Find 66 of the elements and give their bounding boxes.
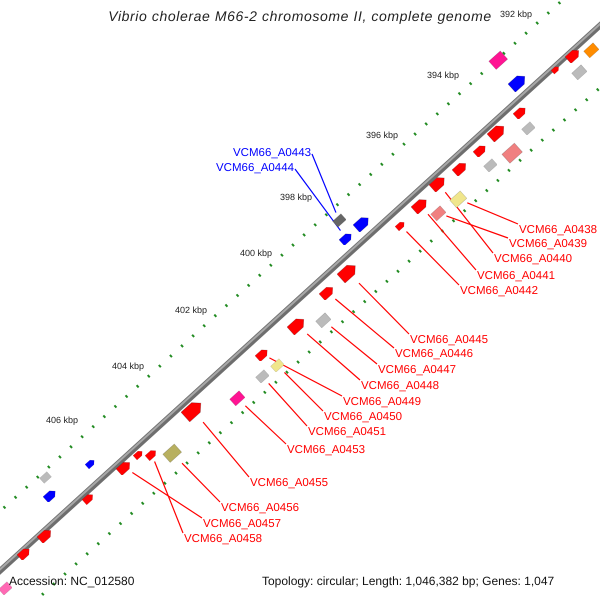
gene-block bbox=[430, 204, 446, 222]
gene-label: VCM66_A0451 bbox=[308, 425, 386, 439]
gene-block bbox=[395, 220, 407, 232]
gene-label: VCM66_A0447 bbox=[378, 363, 456, 377]
leader-line bbox=[358, 282, 410, 334]
gene-label: VCM66_A0444 bbox=[216, 161, 294, 175]
leader-line bbox=[444, 192, 494, 254]
leader-line bbox=[202, 422, 250, 478]
gene-label: VCM66_A0449 bbox=[343, 395, 421, 409]
gene-label: VCM66_A0443 bbox=[233, 146, 311, 160]
gene-label: VCM66_A0458 bbox=[184, 532, 262, 546]
gene-block bbox=[82, 492, 96, 506]
tick-label: 402 kbp bbox=[175, 305, 208, 316]
gene-label: VCM66_A0453 bbox=[287, 443, 365, 457]
leader-line bbox=[284, 372, 324, 412]
tick-label: 406 kbp bbox=[46, 415, 78, 426]
gene-block bbox=[582, 42, 600, 58]
tick-label: 394 kbp bbox=[427, 70, 460, 81]
gene-block bbox=[270, 358, 284, 372]
accession-text: Accession: NC_012580 bbox=[9, 574, 134, 588]
tick-label: 404 kbp bbox=[112, 361, 144, 372]
tick-label: 392 kbp bbox=[500, 9, 532, 20]
leader-line bbox=[269, 357, 342, 397]
gene-block bbox=[133, 449, 145, 461]
leader-line bbox=[467, 202, 518, 225]
gene-block bbox=[551, 65, 561, 75]
tick-label: 398 kbp bbox=[280, 192, 312, 203]
gene-label: VCM66_A0440 bbox=[494, 252, 572, 266]
gene-label: VCM66_A0448 bbox=[361, 379, 439, 393]
leader-line bbox=[268, 383, 308, 426]
gene-block bbox=[42, 488, 58, 502]
tick-label: 400 kbp bbox=[240, 248, 272, 259]
leader-line bbox=[244, 405, 286, 444]
gene-label: VCM66_A0442 bbox=[460, 284, 538, 298]
leader-line bbox=[294, 168, 341, 231]
gene-block bbox=[472, 142, 488, 158]
gene-block bbox=[145, 448, 158, 462]
gene-label: VCM66_A0441 bbox=[477, 269, 555, 283]
leader-line bbox=[406, 231, 460, 286]
gene-block bbox=[16, 546, 32, 560]
gene-block bbox=[332, 212, 346, 228]
tick-label: 396 kbp bbox=[366, 130, 398, 141]
gene-label: VCM66_A0456 bbox=[221, 501, 299, 515]
gene-label: VCM66_A0446 bbox=[395, 347, 473, 361]
leader-line bbox=[154, 461, 184, 534]
leader-line bbox=[306, 333, 360, 380]
leader-line bbox=[428, 214, 476, 270]
gene-block bbox=[448, 190, 468, 208]
gene-label: VCM66_A0439 bbox=[509, 237, 587, 251]
gene-label: VCM66_A0438 bbox=[519, 223, 597, 237]
gene-label: VCM66_A0450 bbox=[324, 410, 402, 424]
genome-info-text: Topology: circular; Length: 1,046,382 bp; Genes: 1,047 bbox=[262, 574, 554, 588]
leader-line bbox=[334, 298, 394, 348]
gene-block bbox=[254, 346, 270, 362]
gene-block bbox=[85, 458, 97, 470]
leader-line bbox=[132, 472, 202, 518]
leader-line bbox=[311, 154, 336, 213]
leader-line bbox=[330, 326, 378, 364]
gene-label: VCM66_A0455 bbox=[250, 476, 328, 490]
gene-label: VCM66_A0445 bbox=[410, 333, 488, 347]
gene-label: VCM66_A0457 bbox=[203, 517, 281, 531]
title: Vibrio cholerae M66-2 chromosome II, complete genome bbox=[108, 8, 492, 24]
leader-line bbox=[446, 215, 508, 239]
gene-block bbox=[512, 104, 528, 120]
gene-block bbox=[338, 230, 354, 246]
leader-line bbox=[182, 462, 220, 502]
